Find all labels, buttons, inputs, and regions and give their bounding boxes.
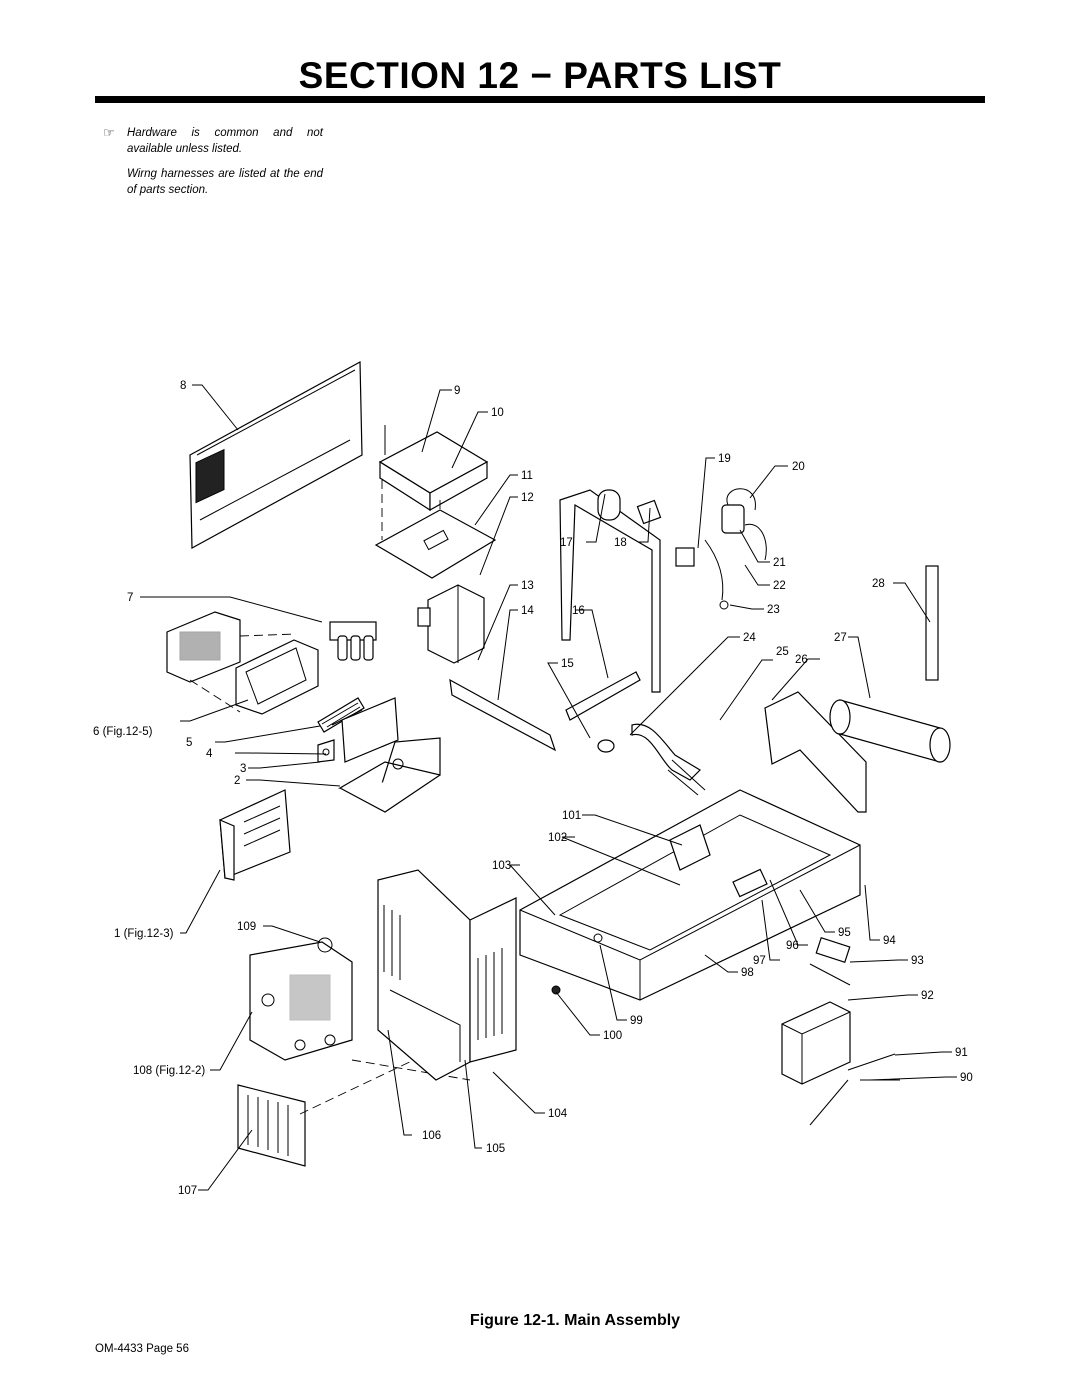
callout-6: 6 (Fig.12-5): [93, 726, 153, 738]
callout-28: 28: [872, 578, 885, 590]
callout-90: 90: [960, 1072, 973, 1084]
callout-91: 91: [955, 1047, 968, 1059]
callout-2: 2: [234, 775, 240, 787]
callout-24: 24: [743, 632, 756, 644]
notes-block: ☞ Hardware is common and not available u…: [103, 125, 323, 207]
note-harness-text: Wirng harnesses are listed at the end of…: [127, 168, 323, 196]
callout-labels: 8 9 10 11 12 13 14 15 16 17 18 19 20 21 …: [93, 380, 973, 1197]
callout-27: 27: [834, 632, 847, 644]
page-footer: OM-4433 Page 56: [95, 1343, 189, 1355]
callout-101: 101: [562, 810, 581, 822]
callout-92: 92: [921, 990, 934, 1002]
callout-109: 109: [237, 921, 256, 933]
part-side-panel: [189, 360, 363, 550]
callout-97: 97: [753, 955, 766, 967]
part-capacitor-bank: [329, 621, 377, 661]
part-battery-cables: [809, 937, 900, 1126]
part-lift-frame: [559, 489, 661, 693]
callout-15: 15: [561, 658, 574, 670]
callout-105: 105: [486, 1143, 505, 1155]
part-circuit-board: [166, 611, 319, 715]
part-rail: [449, 499, 662, 752]
callout-95: 95: [838, 927, 851, 939]
part-box-cover: [378, 425, 489, 512]
page-title: SECTION 12 − PARTS LIST: [298, 55, 782, 96]
callout-22: 22: [773, 580, 786, 592]
callout-94: 94: [883, 935, 896, 947]
callout-21: 21: [773, 557, 786, 569]
part-front-enclosure: [377, 869, 517, 1081]
note-harness: Wirng harnesses are listed at the end of…: [103, 166, 323, 198]
part-hardware-bits: [551, 600, 729, 995]
leader-lines: [140, 384, 957, 1191]
note-hardware: ☞ Hardware is common and not available u…: [103, 125, 323, 157]
callout-20: 20: [792, 461, 805, 473]
callout-107: 107: [178, 1185, 197, 1197]
callout-3: 3: [240, 763, 246, 775]
part-bracket: [317, 697, 441, 813]
part-control-box: [219, 789, 291, 881]
pointing-hand-icon: ☞: [103, 125, 115, 140]
callout-19: 19: [718, 453, 731, 465]
part-battery: [781, 1001, 851, 1085]
callout-8: 8: [180, 380, 186, 392]
callout-1: 1 (Fig.12-3): [114, 928, 174, 940]
callout-18: 18: [614, 537, 627, 549]
callout-102: 102: [548, 832, 567, 844]
callout-93: 93: [911, 955, 924, 967]
part-fuel-filter: [675, 488, 767, 601]
callout-23: 23: [767, 604, 780, 616]
callout-14: 14: [521, 605, 534, 617]
part-front-panel: [249, 941, 353, 1061]
part-reactor: [417, 584, 485, 664]
part-109-knob: [317, 937, 333, 953]
part-heat-shield: [764, 691, 867, 813]
note-hardware-text: Hardware is common and not available unl…: [127, 127, 323, 155]
part-base-frame: [519, 789, 861, 1001]
callout-99: 99: [630, 1015, 643, 1027]
callout-104: 104: [548, 1108, 568, 1120]
part-base-plate: [374, 509, 497, 579]
callout-100: 100: [603, 1030, 622, 1042]
title-rule: [95, 96, 985, 103]
callout-108: 108 (Fig.12-2): [133, 1065, 205, 1077]
part-muffler: [829, 565, 951, 763]
callout-13: 13: [521, 580, 534, 592]
callout-96: 96: [786, 940, 799, 952]
callout-10: 10: [491, 407, 504, 419]
callout-106: 106: [422, 1130, 441, 1142]
callout-25: 25: [776, 646, 789, 658]
callout-7: 7: [127, 592, 133, 604]
callout-12: 12: [521, 492, 534, 504]
callout-11: 11: [521, 470, 533, 482]
callout-26: 26: [795, 654, 808, 666]
callout-17: 17: [560, 537, 573, 549]
callout-9: 9: [454, 385, 460, 397]
callout-103: 103: [492, 860, 511, 872]
part-exhaust-hose: [597, 723, 706, 796]
part-grille: [237, 1084, 306, 1167]
callout-4: 4: [206, 748, 213, 760]
callout-5: 5: [186, 737, 192, 749]
callout-16: 16: [572, 605, 585, 617]
figure-caption: Figure 12-1. Main Assembly: [469, 1312, 681, 1329]
callout-98: 98: [741, 967, 754, 979]
